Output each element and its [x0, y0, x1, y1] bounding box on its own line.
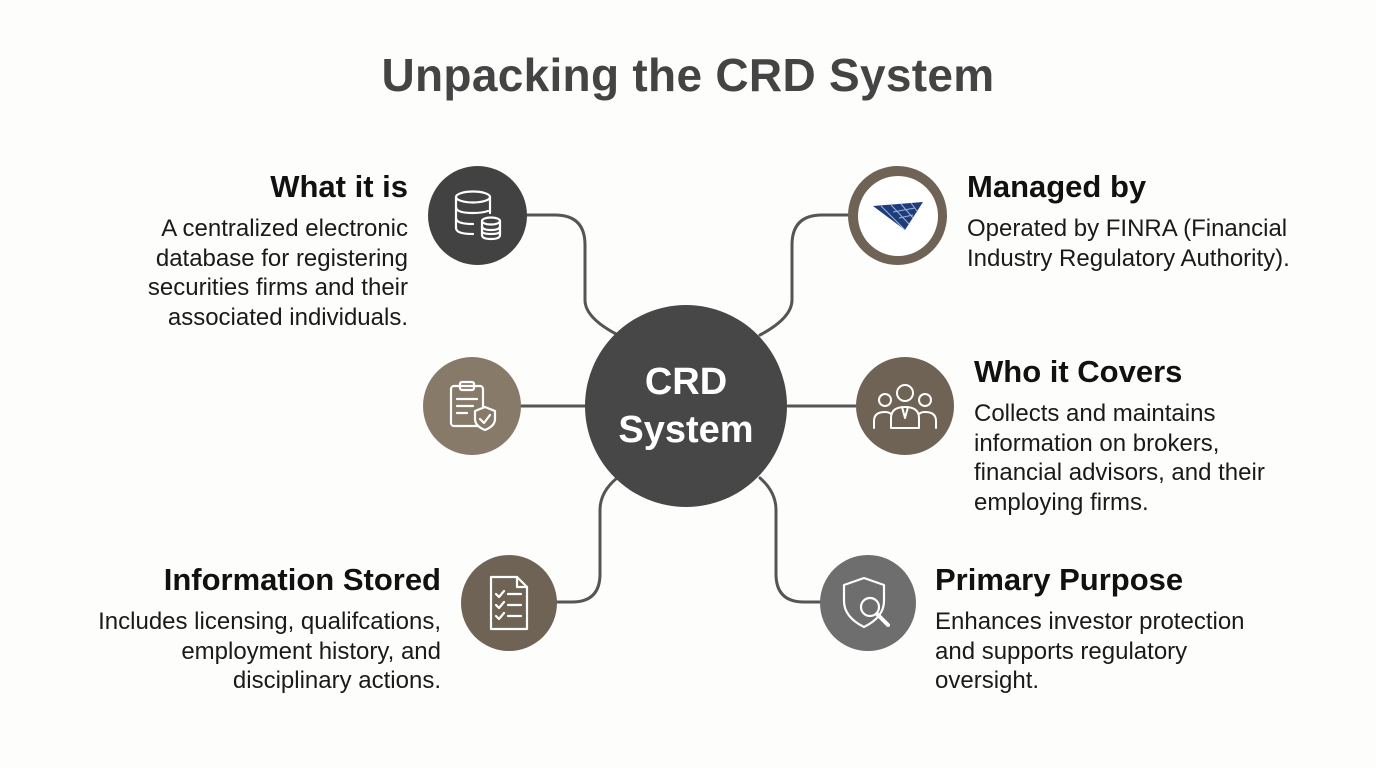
managed-by-heading: Managed by [967, 169, 1147, 204]
diagram-title: Unpacking the CRD System [381, 49, 995, 101]
hub-label-line2: System [618, 409, 754, 451]
primary-purpose-heading: Primary Purpose [935, 562, 1184, 597]
connector-information-stored [554, 476, 619, 604]
clipboard-shield-icon [423, 357, 521, 455]
shield-magnifier-icon [820, 555, 916, 651]
information-stored-block: Information Stored Includes licensing, q… [40, 561, 441, 696]
people-group-icon [856, 357, 954, 455]
connector-managed-by [758, 213, 850, 337]
database-icon [428, 166, 527, 265]
primary-purpose-block: Primary Purpose Enhances investor protec… [935, 561, 1355, 696]
crd-system-hub: CRD System [585, 305, 787, 507]
connector-primary-purpose [758, 476, 822, 604]
who-it-covers-block: Who it Covers Collects and maintains inf… [974, 353, 1364, 517]
what-it-is-block: What it is A centralized electronic data… [80, 168, 408, 332]
hub-label-line1: CRD [644, 361, 728, 403]
what-it-is-heading: What it is [270, 169, 408, 204]
primary-purpose-description: Enhances investor protection and support… [935, 608, 1245, 694]
information-stored-description: Includes licensing, qualifcations, emplo… [98, 608, 441, 694]
information-stored-heading: Information Stored [163, 562, 441, 597]
finra-logo-icon [857, 175, 938, 256]
what-it-is-description: A centralized electronic database for re… [147, 215, 408, 331]
finra-logo-node [848, 166, 947, 265]
checklist-document-icon [461, 555, 557, 651]
managed-by-description: Operated by FINRA (Financial Industry Re… [967, 215, 1290, 272]
who-it-covers-description: Collects and maintains information on br… [974, 400, 1265, 516]
managed-by-block: Managed by Operated by FINRA (Financial … [967, 168, 1357, 273]
who-it-covers-heading: Who it Covers [974, 354, 1183, 389]
connector-what-it-is [523, 213, 620, 337]
